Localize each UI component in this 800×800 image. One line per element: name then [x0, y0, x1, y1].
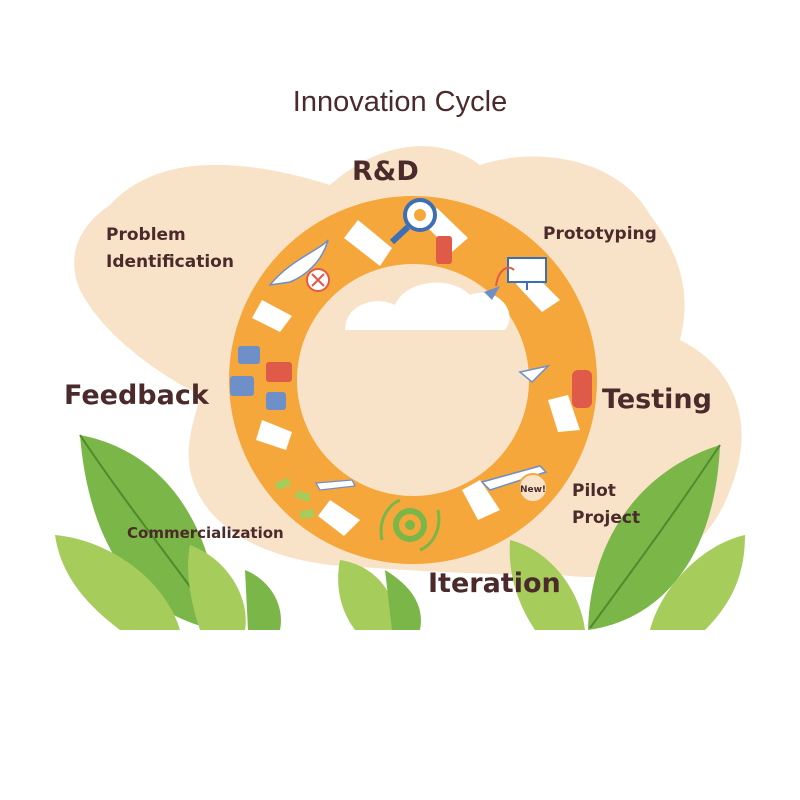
leaves-right: [509, 444, 745, 630]
stage-label-rd: R&D: [352, 156, 419, 187]
inner-cloud: [345, 282, 510, 330]
notch-5: [462, 480, 500, 520]
stage-label-commercialization: Commercialization: [127, 524, 284, 542]
notch-8: [252, 300, 292, 332]
diagram-title: Innovation Cycle: [292, 86, 508, 118]
leaves-center: [338, 560, 421, 630]
stage-label-feedback: Feedback: [64, 380, 209, 411]
monitor-cursor-icon: [484, 257, 547, 300]
gears-refresh-icon: [379, 498, 441, 552]
problem-line-1: Problem: [106, 225, 186, 245]
notch-1: [344, 220, 392, 266]
wing-cancel-icon: [268, 239, 330, 292]
background-blob: [74, 146, 742, 578]
stage-label-problem-identification: Problem Identification: [106, 222, 234, 276]
notch-4: [548, 395, 580, 432]
stage-label-pilot-project: Pilot Project: [572, 478, 640, 532]
new-badge: New!: [520, 485, 546, 495]
hand-paper-plane-icon: [518, 364, 592, 408]
stage-label-iteration: Iteration: [428, 568, 561, 599]
pilot-line-1: Pilot: [572, 481, 616, 501]
leaves-left: [55, 434, 281, 630]
problem-line-2: Identification: [106, 252, 234, 272]
money-airplane-icon: [275, 477, 356, 520]
magnifier-gears-icon: [389, 198, 452, 264]
pilot-line-2: Project: [572, 508, 641, 528]
notch-7: [256, 420, 292, 450]
airplane-new-badge-icon: New!: [480, 465, 548, 503]
notch-6: [318, 500, 360, 536]
stage-label-prototyping: Prototyping: [543, 224, 657, 244]
social-reactions-icon: [230, 346, 292, 410]
stage-label-testing: Testing: [602, 384, 712, 415]
